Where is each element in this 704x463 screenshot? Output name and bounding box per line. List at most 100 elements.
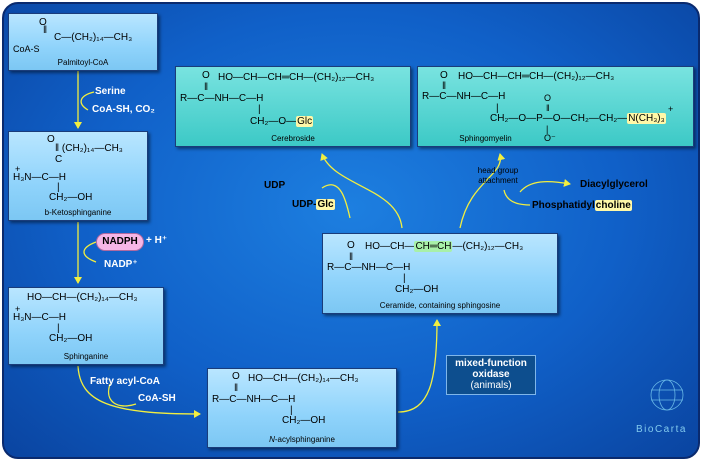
arrow-nadph-in [83, 241, 97, 263]
arrow-serine-in [80, 91, 95, 111]
sphingomyelin-mid: R—C—NH—C—H [422, 91, 506, 102]
phosphatidyl-text: Phosphatidyl [532, 200, 595, 211]
palmitoyl-o: O [39, 17, 47, 28]
keto-amine: H₃N—C—H [13, 172, 66, 183]
sphinganine-plus: + [15, 304, 21, 314]
sphingomyelin-bottom-text: CH₂—O—P—O—CH₂—CH₂— [490, 113, 628, 124]
keto-bond: | [57, 182, 60, 193]
arrow-udpglc-in [321, 184, 351, 219]
biocarta-globe-icon [650, 379, 684, 411]
sphingomyelin-box: O HO—CH—CH═CH—(CH₂)₁₂—CH₃ ‖ R—C—NH—C—H |… [417, 66, 694, 147]
mixed-function-oxidase-box: mixed-function oxidase (animals) [446, 355, 536, 395]
ceramide-top-a: HO—CH— [365, 241, 415, 252]
ceramide-box: O HO—CH—CH═CH—(CH₂)₁₂—CH₃ ‖ R—C—NH—C—H |… [322, 233, 558, 314]
cerebroside-box: O HO—CH—CH═CH—(CH₂)₁₂—CH₃ ‖ R—C—NH—C—H |… [175, 66, 411, 147]
arrow-ceramide-to-sphingomyelin [459, 153, 506, 229]
arrow-sphinganine-to-nacyl [77, 365, 201, 418]
caption-italic-n: N [269, 435, 275, 444]
sphingomyelin-p-double: ‖ [546, 103, 550, 113]
palmitoyl-coa-s: CoA-S [13, 44, 40, 54]
nadph-badge: NADPH [96, 233, 144, 251]
cerebroside-caption: Cerebroside [271, 134, 315, 143]
sphingomyelin-p-o: O [544, 93, 552, 103]
nacyl-mid: R—C—NH—C—H [212, 394, 296, 405]
enzyme-line3: (animals) [470, 380, 512, 391]
ceramide-bond: | [403, 273, 406, 284]
fatty-acyl-coa-label: Fatty acyl-CoA [90, 376, 161, 387]
cerebroside-bottom: CH₂—O—Glc [250, 116, 314, 127]
arrow-choline-in [519, 178, 571, 193]
ceramide-top: HO—CH—CH═CH—(CH₂)₁₂—CH₃ [365, 241, 523, 252]
ceramide-double-bond-o: ‖ [349, 252, 354, 263]
sphingomyelin-top: HO—CH—CH═CH—(CH₂)₁₂—CH₃ [458, 71, 615, 82]
cerebroside-bottom-text: CH₂—O— [250, 116, 297, 127]
n-acylsphinganine-box: O HO—CH—(CH₂)₁₄—CH₃ ‖ R—C—NH—C—H | CH₂—O… [207, 368, 397, 448]
keto-plus: + [15, 164, 21, 174]
nacyl-double-bond: ‖ [234, 383, 239, 394]
biocarta-logo: BioCarta [636, 424, 687, 435]
palmitoyl-c-chain: C—(CH₂)₁₄—CH₃ [54, 32, 133, 43]
caption-rest: -acylsphinganine [274, 435, 335, 444]
sphingomyelin-bond: | [496, 103, 499, 114]
palmitoyl-coa-caption: Palmitoyl-CoA [57, 58, 109, 67]
coa-sh-co2-label: CoA-SH, CO₂ [92, 104, 155, 115]
ceramide-mid: R—C—NH—C—H [327, 262, 411, 273]
cerebroside-double-bond: ‖ [204, 82, 209, 93]
sphinganine-bond: | [57, 323, 60, 334]
cerebroside-top: HO—CH—CH═CH—(CH₂)₁₂—CH₃ [218, 72, 375, 83]
keto-chain: (CH₂)₁₄—CH₃ [61, 143, 123, 154]
sphingomyelin-choline: N(CH₃)₃ [627, 113, 666, 124]
udp-label: UDP [264, 180, 286, 191]
sphinganine-top: HO—CH—(CH₂)₁₄—CH₃ [27, 292, 138, 303]
nacyl-top: HO—CH—(CH₂)₁₄—CH₃ [248, 373, 359, 384]
enzyme-line2: oxidase [472, 369, 510, 380]
nacyl-ch2oh: CH₂—OH [282, 415, 326, 426]
head-group-line1: head group [477, 166, 519, 175]
sphinganine-box: HO—CH—(CH₂)₁₄—CH₃ + H₃N—C—H | CH₂—OH Sph… [8, 287, 164, 365]
diacylglycerol-label: Diacylglycerol [580, 179, 648, 190]
arrow-nacyl-to-ceramide [397, 319, 441, 413]
sphinganine-amine: H₃N—C—H [13, 312, 66, 323]
ceramide-ch2oh: CH₂—OH [395, 284, 439, 295]
sphingomyelin-caption: Sphingomyelin [459, 134, 512, 143]
sphinganine-caption: Sphinganine [63, 352, 109, 361]
sphingomyelin-o: O [440, 70, 448, 81]
ceramide-top-b: —(CH₂)₁₂—CH₃ [452, 241, 524, 252]
ketosphinganine-caption: b-Ketosphinganine [44, 208, 112, 217]
ceramide-caption: Ceramide, containing sphingosine [379, 301, 501, 310]
sphingomyelin-p-bond: | [546, 124, 549, 134]
ketosphinganine-box: O ‖ (CH₂)₁₄—CH₃ C + H₃N—C—H | CH₂—OH b-K… [8, 131, 148, 221]
sphingomyelin-bottom: CH₂—O—P—O—CH₂—CH₂—N(CH₃)₃ [490, 113, 666, 124]
cerebroside-bond: | [258, 104, 261, 115]
h-plus-label: + H⁺ [146, 235, 168, 246]
n-acylsphinganine-caption: N-acylsphinganine [208, 435, 396, 444]
coa-sh-label: CoA-SH [138, 393, 176, 404]
sphingomyelin-plus: + [668, 104, 674, 114]
palmitoyl-coa-box: O ‖ C—(CH₂)₁₄—CH₃ CoA-S Palmitoyl-CoA [8, 13, 158, 71]
ceramide-double-bond: CH═CH [414, 241, 453, 252]
arrow-ceramide-to-cerebroside [320, 153, 403, 229]
head-group-line2: attachment [478, 176, 518, 185]
cerebroside-glc: Glc [296, 116, 314, 127]
cerebroside-o: O [202, 70, 210, 81]
keto-c: C [55, 154, 63, 165]
keto-c-chain: ‖ (CH₂)₁₄—CH₃ [55, 143, 123, 154]
cerebroside-mid: R—C—NH—C—H [180, 93, 264, 104]
head-group-attachment-label: head group attachment [468, 166, 528, 186]
udp-glc-label: UDP-Glc [292, 199, 335, 210]
keto-ch2oh: CH₂—OH [49, 192, 93, 203]
enzyme-line1: mixed-function [455, 358, 527, 369]
sphinganine-ch2oh: CH₂—OH [49, 333, 93, 344]
nacyl-bond: | [290, 405, 293, 416]
ceramide-o: O [347, 240, 355, 251]
bond-double: ‖ [43, 25, 48, 36]
udp-glc-prefix: UDP- [292, 199, 317, 210]
serine-label: Serine [95, 86, 126, 97]
keto-o: O [47, 134, 55, 145]
phosphatidylcholine-label: Phosphatidylcholine [532, 200, 632, 211]
palmitoyl-chain: (CH₂)₁₄—CH₃ [71, 32, 133, 43]
sphingomyelin-double-bond: ‖ [442, 81, 447, 92]
udp-glc-glc: Glc [316, 199, 335, 210]
